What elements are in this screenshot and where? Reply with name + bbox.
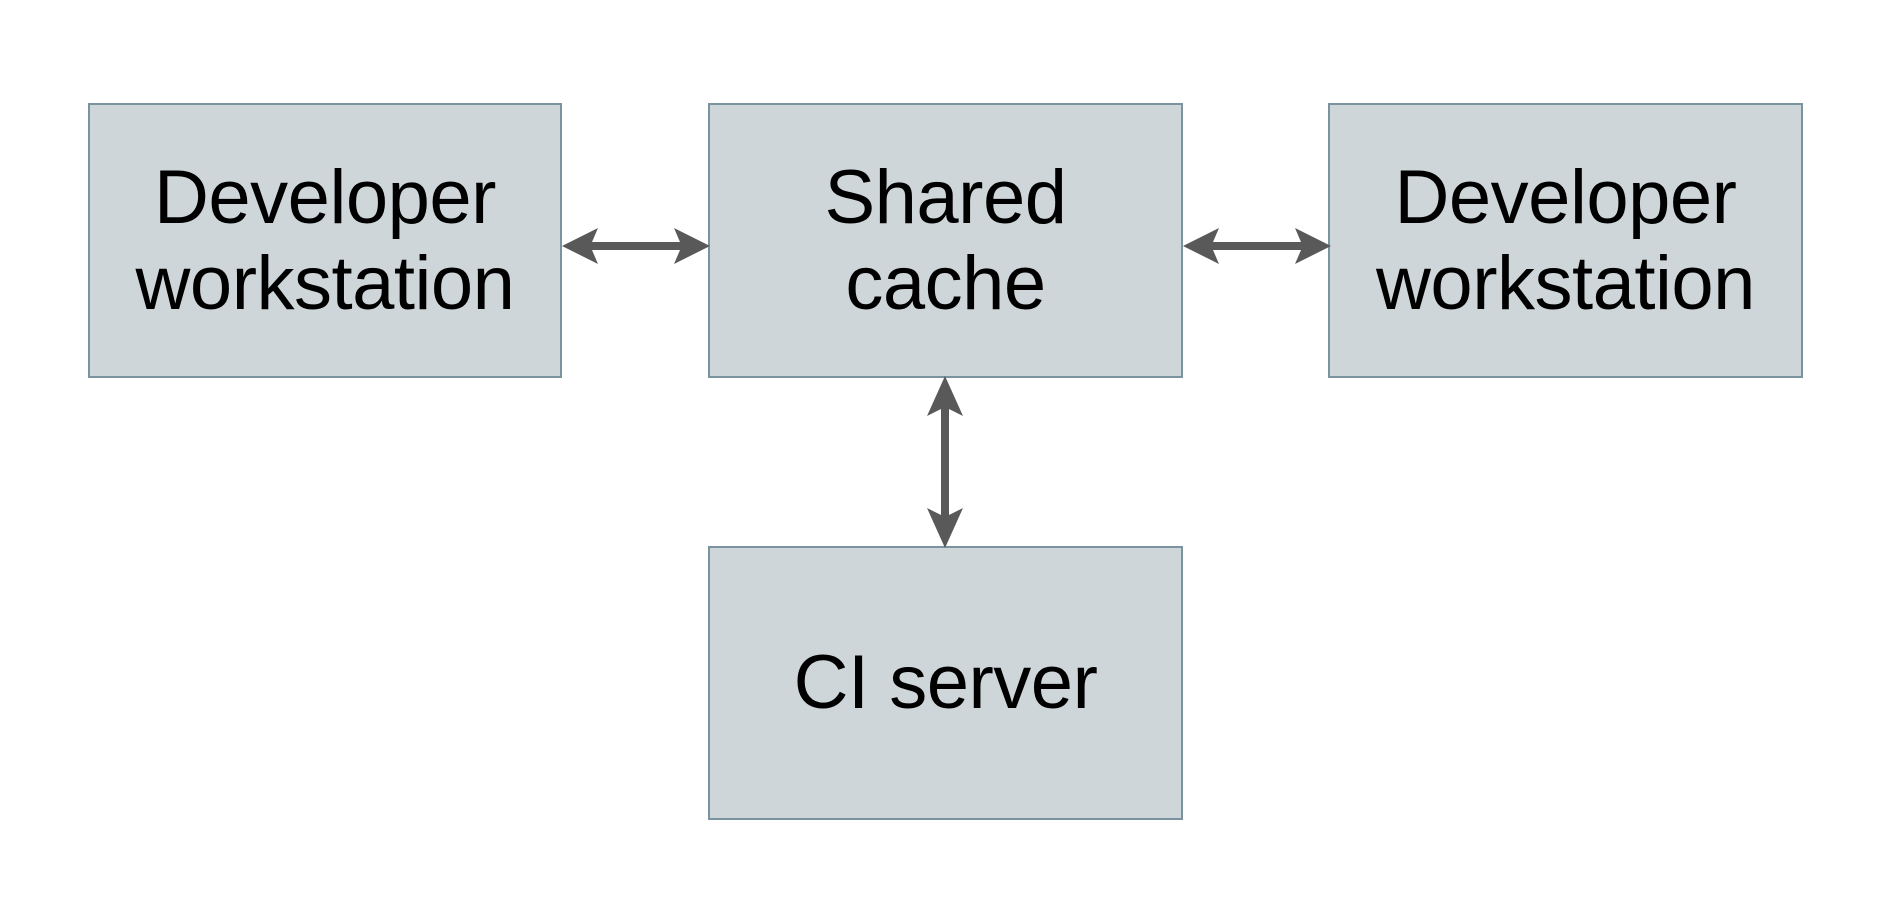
node-label-ci-server: CI server bbox=[793, 640, 1098, 726]
double-headed-arrow-icon bbox=[1183, 228, 1331, 264]
edge-developer-left-to-shared-cache[interactable] bbox=[558, 212, 714, 280]
node-label-shared-cache: Shared cache bbox=[824, 155, 1067, 326]
node-ci-server[interactable]: CI server bbox=[708, 546, 1183, 820]
edge-shared-cache-to-ci-server[interactable] bbox=[911, 372, 979, 552]
node-shared-cache[interactable]: Shared cache bbox=[708, 103, 1183, 378]
double-headed-arrow-vertical-icon bbox=[927, 376, 963, 548]
node-label-developer-workstation-right: Developer workstation bbox=[1376, 155, 1755, 326]
node-developer-workstation-left[interactable]: Developer workstation bbox=[88, 103, 562, 378]
node-developer-workstation-right[interactable]: Developer workstation bbox=[1328, 103, 1803, 378]
double-headed-arrow-icon bbox=[562, 228, 710, 264]
edge-shared-cache-to-developer-right[interactable] bbox=[1179, 212, 1335, 280]
node-label-developer-workstation-left: Developer workstation bbox=[135, 155, 515, 326]
